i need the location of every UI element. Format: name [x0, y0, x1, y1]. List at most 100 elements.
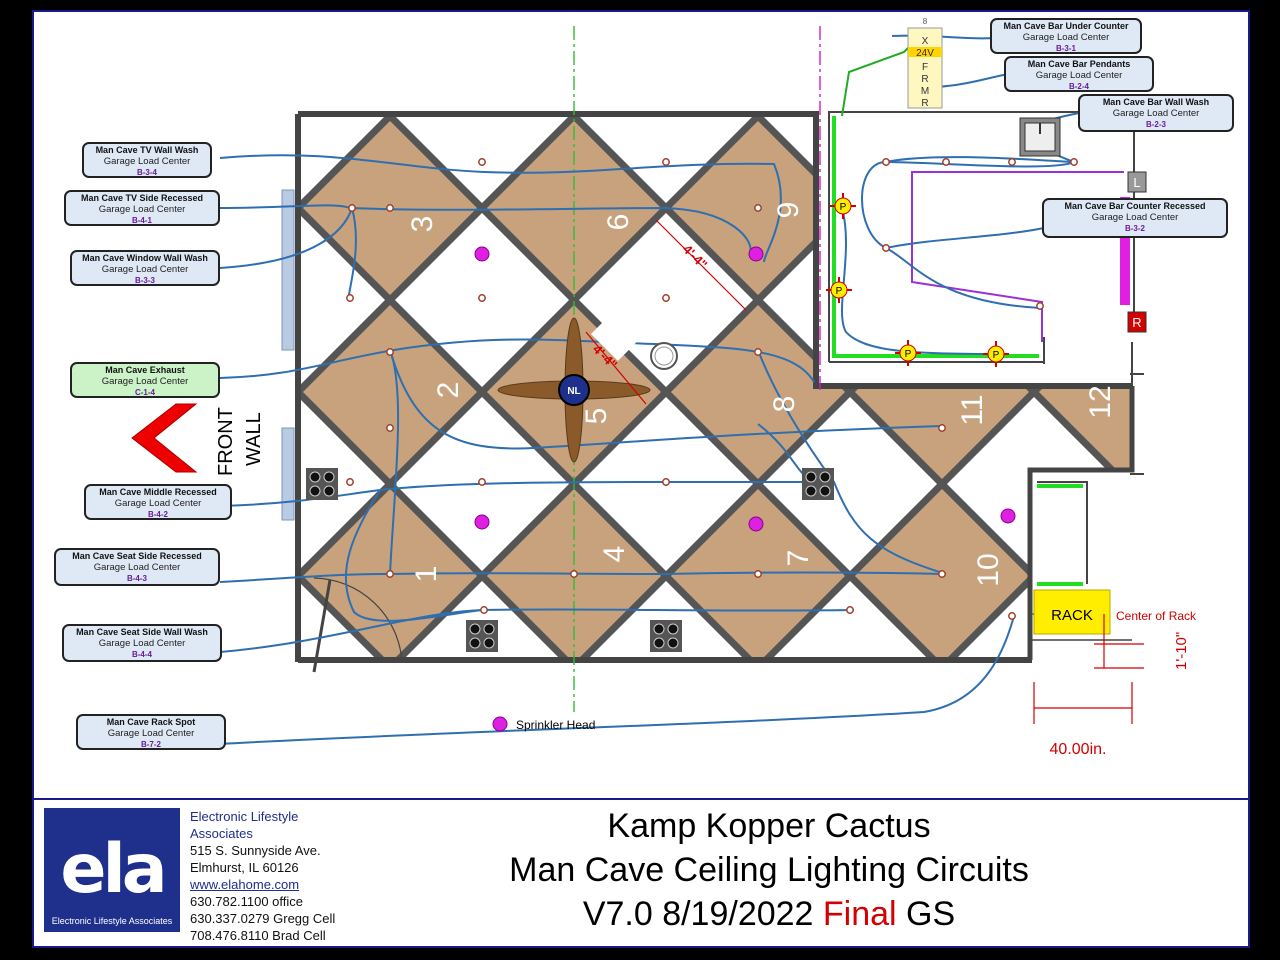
title-line-2: Man Cave Ceiling Lighting Circuits — [509, 851, 1029, 889]
recessed-light — [942, 158, 950, 166]
svg-text:P: P — [836, 286, 843, 297]
svg-text:8: 8 — [923, 17, 928, 26]
svg-text:L: L — [1133, 175, 1140, 190]
callout-bar-under-counter[interactable]: Man Cave Bar Under Counter Garage Load C… — [990, 18, 1142, 54]
bar-counter-outline — [911, 171, 1124, 342]
svg-text:F: F — [922, 62, 928, 73]
callout-window-wall-wash[interactable]: Man Cave Window Wall Wash Garage Load Ce… — [70, 250, 220, 286]
svg-text:R: R — [1132, 315, 1141, 330]
door-leaf — [312, 579, 332, 673]
callout-middle-recessed[interactable]: Man Cave Middle Recessed Garage Load Cen… — [84, 484, 232, 520]
recessed-light — [480, 606, 488, 614]
callout-exhaust[interactable]: Man Cave Exhaust Garage Load Center C-1-… — [70, 362, 220, 398]
company-address: Electronic Lifestyle Associates 515 S. S… — [190, 809, 336, 943]
recessed-light — [754, 204, 762, 212]
sprinkler-head — [748, 516, 764, 532]
recessed-lights — [346, 158, 1078, 620]
bar-pendants: P P P P — [826, 193, 1009, 367]
callout-seat-side-recessed[interactable]: Man Cave Seat Side Recessed Garage Load … — [54, 548, 220, 586]
box-r — [1127, 311, 1147, 333]
panel-number-3: 3 — [406, 216, 439, 233]
dim-rack-vertical: 1'-10" — [1173, 632, 1190, 670]
pendant-icon: P — [895, 340, 921, 366]
recessed-light — [570, 570, 578, 578]
recessed-light — [754, 348, 762, 356]
center-of-rack-label: Center of Rack — [1116, 609, 1197, 623]
speaker-icon — [306, 468, 338, 500]
svg-text:P: P — [905, 349, 912, 360]
recessed-light — [754, 570, 762, 578]
ela-logo: ela Electronic Lifestyle Associates — [44, 808, 180, 932]
panel-numbers: 1 2 3 4 5 6 7 8 9 10 11 12 — [406, 202, 1117, 587]
front-wall-label-2: WALL — [243, 412, 265, 466]
title-line-1: Kamp Kopper Cactus — [607, 807, 931, 845]
pendant-icon: P — [830, 193, 856, 219]
recessed-light — [346, 294, 354, 302]
rack-label: RACK — [1051, 607, 1093, 624]
panel-number-9: 9 — [772, 202, 805, 219]
pendant-icon: P — [983, 341, 1009, 367]
front-wall-label-1: FRONT — [215, 407, 237, 476]
pendant-icon: P — [826, 277, 852, 303]
recessed-light — [478, 478, 486, 486]
recessed-light — [882, 244, 890, 252]
door-swing — [313, 577, 403, 663]
speaker-icon — [802, 468, 834, 500]
rack-box — [1033, 589, 1111, 635]
panel-number-10: 10 — [972, 553, 1005, 586]
sprinkler-legend-label: Sprinkler Head — [516, 718, 595, 732]
callout-bar-counter-recessed[interactable]: Man Cave Bar Counter Recessed Garage Loa… — [1042, 198, 1228, 238]
window-lower — [281, 427, 295, 521]
panel-number-1: 1 — [410, 566, 443, 583]
title-block: ela Electronic Lifestyle Associates Elec… — [34, 798, 1248, 950]
panel-number-12: 12 — [1084, 385, 1117, 418]
recessed-light — [478, 294, 486, 302]
panel-number-2: 2 — [432, 382, 465, 399]
callout-rack-spot[interactable]: Man Cave Rack Spot Garage Load Center B-… — [76, 714, 226, 750]
callout-seat-side-wall-wash[interactable]: Man Cave Seat Side Wall Wash Garage Load… — [62, 624, 222, 662]
rack-alcove-wall — [1037, 481, 1088, 584]
recessed-light — [478, 158, 486, 166]
recessed-light — [938, 424, 946, 432]
panel-number-6: 6 — [602, 214, 635, 231]
rack-dimensions — [1033, 614, 1144, 724]
bar-sink-icon — [1019, 117, 1061, 157]
panel-number-5: 5 — [580, 408, 613, 425]
callout-bar-wall-wash[interactable]: Man Cave Bar Wall Wash Garage Load Cente… — [1078, 94, 1234, 132]
callout-tv-side-recessed[interactable]: Man Cave TV Side Recessed Garage Load Ce… — [64, 190, 220, 226]
ceiling-fan-icon: NL — [497, 317, 651, 463]
recessed-light — [386, 348, 394, 356]
box-l — [1127, 171, 1147, 193]
svg-text:R: R — [921, 74, 928, 85]
wiring — [219, 34, 1085, 745]
callout-bar-pendants[interactable]: Man Cave Bar Pendants Garage Load Center… — [1004, 56, 1154, 92]
sprinkler-legend-icon — [492, 716, 508, 732]
fan-label: NL — [567, 386, 580, 397]
recessed-light — [662, 158, 670, 166]
drawing-sheet: NL 4'-4" 4'-4" 1 2 3 4 5 6 7 8 9 10 11 1… — [32, 10, 1250, 948]
sprinkler-head — [1000, 508, 1016, 524]
speaker-icon — [466, 620, 498, 652]
svg-text:24V: 24V — [916, 48, 934, 59]
svg-text:P: P — [993, 350, 1000, 361]
recessed-light — [1008, 158, 1016, 166]
recessed-light — [1036, 302, 1044, 310]
recessed-light — [386, 424, 394, 432]
front-wall-arrow-icon — [131, 403, 198, 473]
company-website-link[interactable]: www.elahome.com — [190, 877, 300, 892]
recessed-light — [348, 204, 356, 212]
dim-rack-horizontal: 40.00in. — [1050, 741, 1107, 758]
xfmr-feed — [841, 47, 909, 117]
recessed-light — [938, 570, 946, 578]
svg-text:P: P — [840, 202, 847, 213]
recessed-light — [1070, 158, 1078, 166]
window-upper — [281, 189, 295, 351]
recessed-light — [386, 204, 394, 212]
recessed-light — [386, 570, 394, 578]
bar-area — [824, 112, 1132, 376]
callout-tv-wall-wash[interactable]: Man Cave TV Wall Wash Garage Load Center… — [82, 142, 212, 178]
recessed-light — [346, 478, 354, 486]
drawing-title: Kamp Kopper Cactus Man Cave Ceiling Ligh… — [454, 804, 1084, 936]
recessed-light — [882, 158, 890, 166]
speaker-icon — [650, 620, 682, 652]
